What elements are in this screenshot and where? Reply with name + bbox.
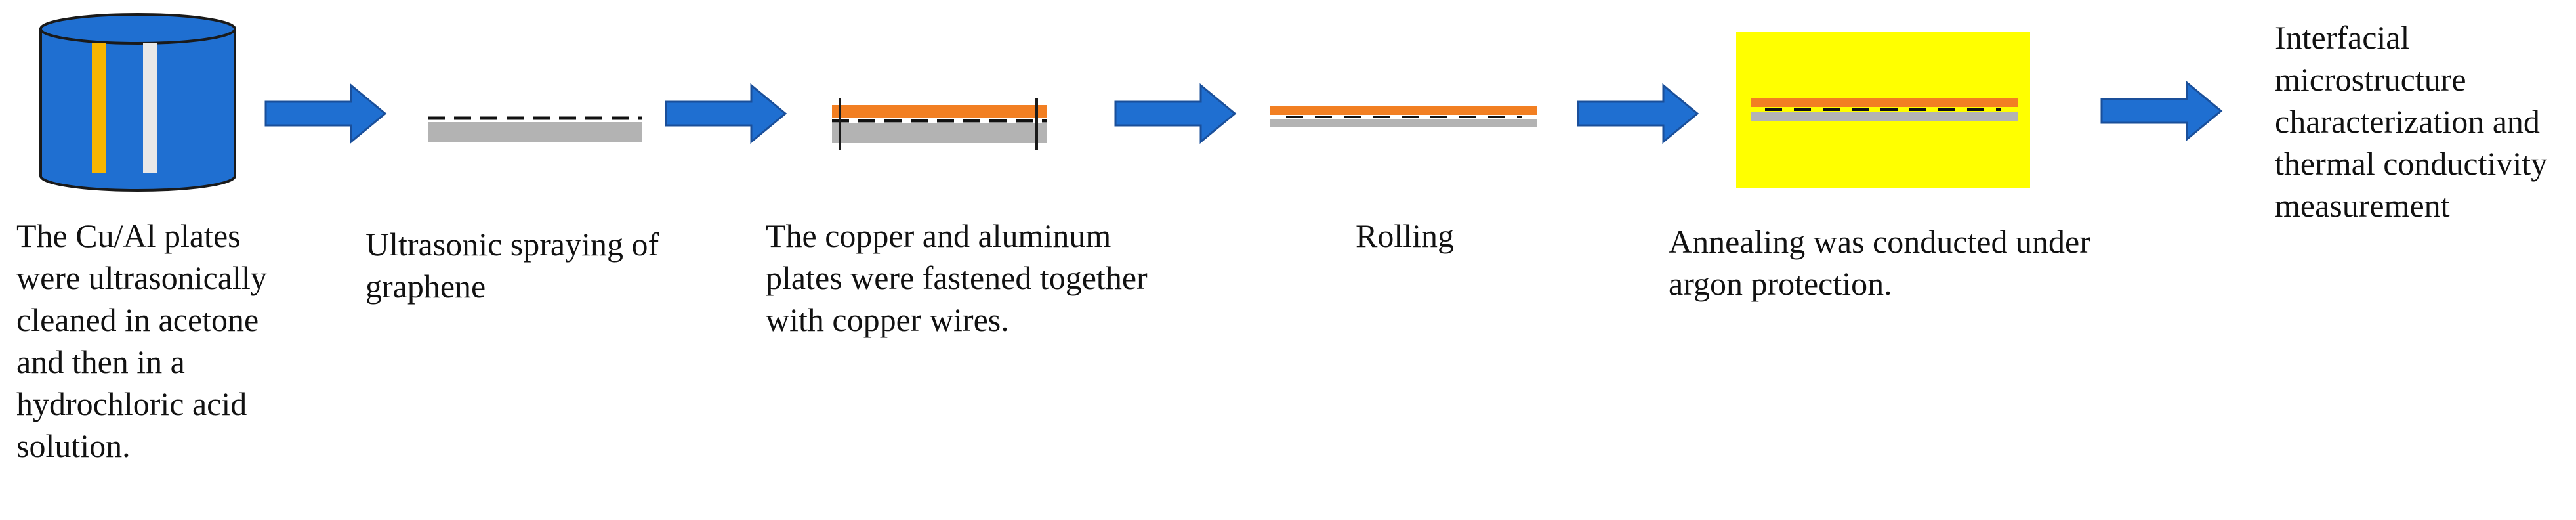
right-arrow-icon [264,83,387,144]
fastened-cu-al-stack-icon [832,98,1047,150]
beaker-body [39,28,236,192]
aluminum-layer [832,123,1047,143]
copper-layer [1751,98,2018,107]
beaker-with-cu-al-plates-icon [39,13,236,192]
step-5-caption: Annealing was conducted under argon prot… [1669,223,2090,302]
aluminum-layer [1270,119,1537,127]
step-6-caption: Interfacial microstructure characterizat… [2275,19,2548,224]
annealing-furnace-icon [1736,32,2030,188]
right-arrow-icon [1114,83,1237,144]
step-4-caption: Rolling [1356,217,1455,254]
beaker-rim [39,13,236,45]
copper-plate [92,43,106,173]
graphene-on-aluminum-plate-icon [428,116,642,142]
step-3-caption: The copper and aluminum plates were fast… [766,217,1148,338]
rolled-cu-al-stack-icon [1270,106,1537,127]
aluminum-plate [143,43,157,173]
right-arrow-icon [1577,83,1699,144]
step-1-caption: The Cu/Al plates were ultrasonically cle… [16,217,267,464]
copper-layer [832,105,1047,118]
copper-layer [1270,106,1537,115]
right-arrow-icon [665,83,787,144]
step-2-caption: Ultrasonic spraying of graphene [365,226,659,305]
aluminum-layer [1751,112,2018,121]
aluminum-layer [428,122,642,142]
right-arrow-icon [2100,80,2223,142]
